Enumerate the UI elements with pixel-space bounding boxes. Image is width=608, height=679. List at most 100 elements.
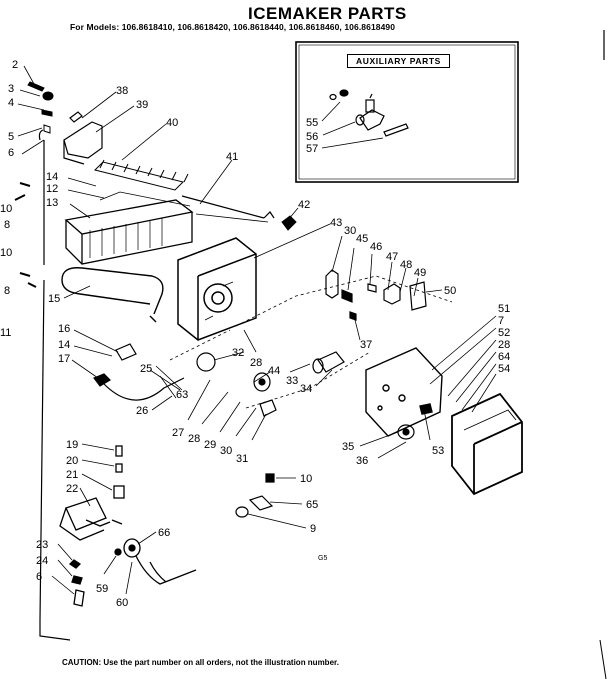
- callout-label: 40: [166, 117, 178, 129]
- callout-label: 38: [116, 85, 128, 97]
- callout-label: 22: [66, 483, 78, 495]
- bracket-part: [63, 111, 103, 165]
- caution-note: CAUTION: Use the part number on all orde…: [62, 658, 339, 667]
- callout-label: 48: [400, 259, 412, 271]
- callout-label: 31: [236, 453, 248, 465]
- small-hardware-parts: [235, 473, 275, 518]
- callout-label: 28: [498, 339, 510, 351]
- callout-label: 35: [342, 441, 354, 453]
- callout-label: 57: [306, 143, 318, 155]
- callout-label: 10: [0, 247, 12, 259]
- callout-label: 14: [58, 339, 70, 351]
- callout-label: 49: [414, 267, 426, 279]
- callout-label: 30: [344, 225, 356, 237]
- motor-cam-parts: [196, 351, 345, 417]
- fill-tube: [38, 129, 71, 641]
- callout-label: 23: [36, 539, 48, 551]
- callout-label: 26: [136, 405, 148, 417]
- callout-label: 66: [158, 527, 170, 539]
- callout-label: 42: [298, 199, 310, 211]
- callout-label: 47: [386, 251, 398, 263]
- callout-label: 43: [330, 217, 342, 229]
- callout-label: 53: [432, 445, 444, 457]
- callout-label: 13: [46, 197, 58, 209]
- leader-lines: [321, 101, 384, 149]
- callout-label: 3: [8, 83, 14, 95]
- callout-label: 11: [0, 327, 11, 339]
- margin-mark: [599, 639, 607, 679]
- callout-label: 34: [300, 383, 312, 395]
- callout-label: 33: [286, 375, 298, 387]
- callout-label: 17: [58, 353, 70, 365]
- callout-label: 39: [136, 99, 148, 111]
- heater-part: [61, 267, 164, 323]
- callout-label: 20: [66, 455, 78, 467]
- dashed-assembly-outline: [169, 275, 453, 409]
- callout-label: 16: [58, 323, 70, 335]
- callout-label: 15: [48, 293, 60, 305]
- callout-label: 32: [232, 347, 244, 359]
- callout-numbers: 2 3 4 5 6 38 39 40 41 42 14 12 13 10 8 1…: [0, 59, 510, 609]
- small-gear-part: [281, 215, 297, 231]
- callout-label: 54: [498, 363, 510, 375]
- callout-label: 6: [8, 147, 14, 159]
- water-valve-part: [59, 445, 125, 607]
- valve-fitting-part: [114, 538, 197, 585]
- callout-label: 41: [226, 151, 238, 163]
- callout-label: 36: [356, 455, 368, 467]
- switch-parts: [325, 269, 427, 321]
- callout-label: 28: [188, 433, 200, 445]
- mounting-plate-part: [365, 347, 443, 437]
- callout-label: 9: [310, 523, 316, 535]
- callout-label: 27: [172, 427, 184, 439]
- callout-label: 28: [250, 357, 262, 369]
- callout-label: 45: [356, 233, 368, 245]
- callout-label: 60: [116, 597, 128, 609]
- ice-mold-part: [64, 191, 194, 265]
- callout-label: 7: [498, 315, 504, 327]
- callout-label: 64: [498, 351, 510, 363]
- callout-label: 10: [0, 203, 12, 215]
- callout-label: 8: [4, 285, 10, 297]
- auxiliary-parts-label: AUXILIARY PARTS: [347, 54, 450, 68]
- control-housing-part: [177, 237, 257, 341]
- callout-label: 2: [12, 59, 18, 71]
- ejector-blade-part: [94, 159, 189, 191]
- callout-label: 12: [46, 183, 58, 195]
- page-title: ICEMAKER PARTS: [248, 4, 407, 23]
- callout-label: 29: [204, 439, 216, 451]
- callout-label: 14: [46, 171, 58, 183]
- callout-label: 19: [66, 439, 78, 451]
- callout-label: 52: [498, 327, 510, 339]
- callout-label: 65: [306, 499, 318, 511]
- cover-part: [451, 392, 523, 496]
- callout-label: 25: [140, 363, 152, 375]
- callout-label: 30: [220, 445, 232, 457]
- callout-label: 10: [300, 473, 312, 485]
- callout-label: 59: [96, 583, 108, 595]
- mounting-screw-parts: [14, 81, 54, 288]
- callout-label: 44: [268, 365, 280, 377]
- callout-label: 63: [176, 389, 188, 401]
- callout-label: 4: [8, 97, 14, 109]
- thermostat-harness-part: [93, 343, 185, 401]
- callout-label: 24: [36, 555, 48, 567]
- callout-label: 50: [444, 285, 456, 297]
- callout-label: 55: [306, 117, 318, 129]
- leader-lines: [17, 65, 497, 595]
- callout-label: 56: [306, 131, 318, 143]
- callout-label: 46: [370, 241, 382, 253]
- callout-label: 8: [4, 219, 10, 231]
- callout-label: 51: [498, 303, 510, 315]
- callout-label: 21: [66, 469, 78, 481]
- callout-label: 6: [36, 571, 42, 583]
- aux-fitting-part: [329, 89, 409, 137]
- callout-label: 37: [360, 339, 372, 351]
- auxiliary-parts-box: [295, 41, 519, 183]
- shutoff-arm-part: [181, 195, 275, 223]
- model-list: For Models: 106.8618410, 106.8618420, 10…: [70, 22, 396, 32]
- callout-label: 5: [8, 131, 14, 143]
- page-mark: G5: [318, 555, 327, 562]
